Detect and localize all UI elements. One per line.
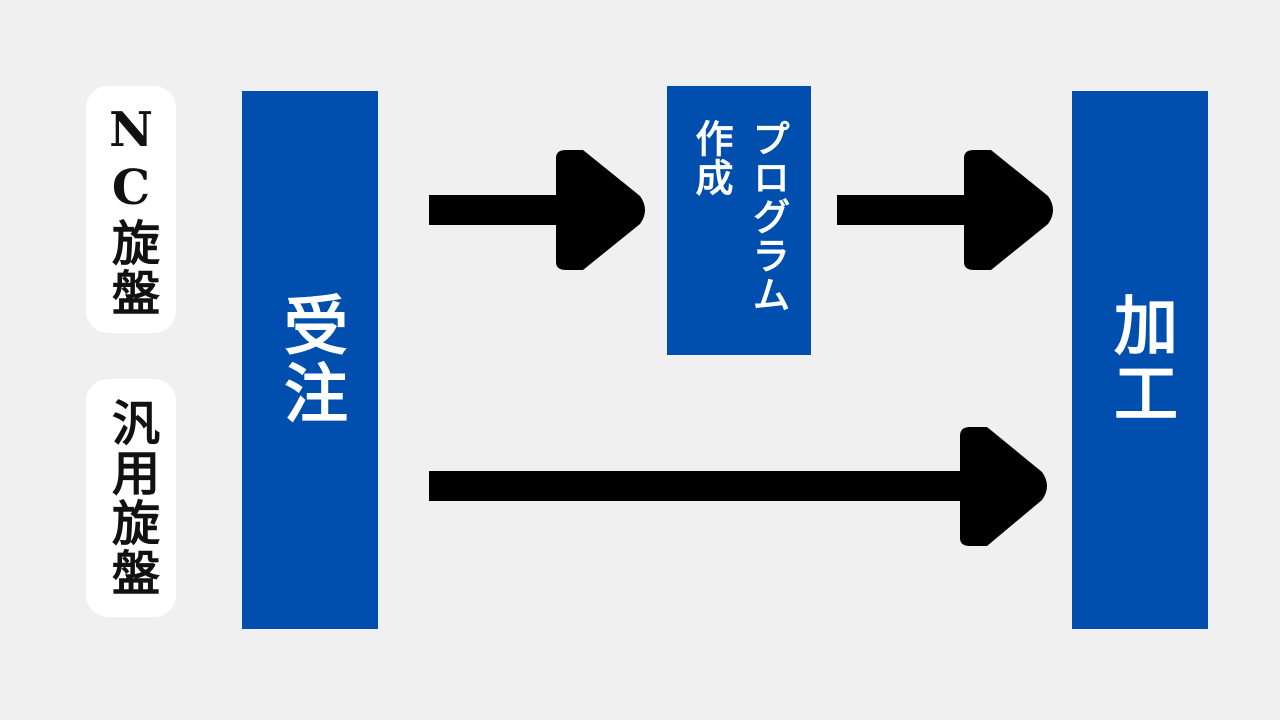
program-stage-box: プログラム 作成 xyxy=(667,86,811,355)
program-stage-line2: 作成 xyxy=(689,119,733,197)
general-lathe-label: 汎用旋盤 xyxy=(86,379,176,617)
order-stage-box: 受注 xyxy=(242,91,378,629)
program-stage-line1: プログラム xyxy=(746,119,790,314)
nc-lathe-text: NC旋盤 xyxy=(103,101,159,318)
arrow-order-to-machining xyxy=(429,427,1047,546)
nc-lathe-label: NC旋盤 xyxy=(86,86,176,333)
machining-stage-label: 加工 xyxy=(1103,292,1177,428)
arrow-shaft xyxy=(429,195,559,225)
machining-stage-box: 加工 xyxy=(1072,91,1208,629)
arrow-head xyxy=(960,427,1047,546)
order-stage-label: 受注 xyxy=(273,292,347,428)
program-stage-label: プログラム 作成 xyxy=(682,119,796,314)
arrow-shaft xyxy=(429,471,964,501)
general-lathe-text: 汎用旋盤 xyxy=(103,398,159,598)
arrow-head xyxy=(964,150,1053,270)
arrow-order-to-program xyxy=(429,150,645,270)
arrow-program-to-machining xyxy=(837,150,1053,270)
arrow-head xyxy=(556,150,645,270)
arrow-shaft xyxy=(837,195,967,225)
